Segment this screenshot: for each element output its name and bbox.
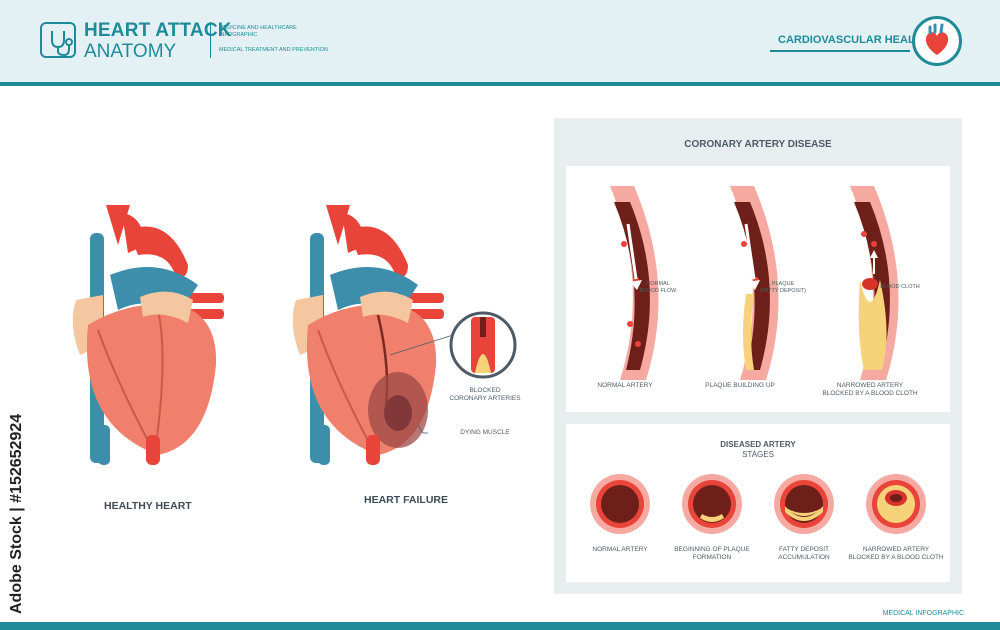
stage-blocked-label: NARROWED ARTERY BLOCKED BY A BLOOD CLOTH — [838, 546, 954, 562]
page-title-line2: ANATOMY — [84, 41, 177, 62]
category-label: CARDIOVASCULAR HEALTH — [778, 34, 929, 46]
stage-beginning-ring — [682, 474, 742, 534]
stage-fatty-ring — [774, 474, 834, 534]
callout-dying-muscle: DYING MUSCLE — [460, 429, 510, 436]
narrowed-artery-label: NARROWED ARTERY BLOCKED BY A BLOOD CLOTH — [810, 382, 930, 398]
category-underline — [770, 50, 910, 52]
cad-title: CORONARY ARTERY DISEASE — [684, 139, 832, 150]
stage-beginning-label: BEGINNING OF PLAQUE FORMATION — [667, 546, 757, 562]
stages-title-line2: STAGES — [742, 450, 774, 459]
callout-blocked-line2: CORONARY ARTERIES — [449, 395, 521, 402]
stage-blocked-ring — [866, 474, 926, 534]
normal-artery-illustration — [610, 186, 659, 380]
header-subtitle-3: MEDICAL TREATMENT AND PREVENTION — [219, 47, 328, 53]
stage-normal-label: NORMAL ARTERY — [592, 546, 648, 553]
plaque-building-label: PLAQUE BUILDING UP — [705, 382, 775, 389]
stage-fatty-label: FATTY DEPOSIT ACCUMULATION — [759, 546, 849, 562]
stage-beginning-line1: BEGINNING OF PLAQUE — [674, 546, 750, 553]
narrowed-artery-line1: NARROWED ARTERY — [836, 382, 904, 389]
stock-stamp: Adobe Stock | #152652924 — [8, 413, 25, 614]
callout-blocked-arteries: BLOCKED CORONARY ARTERIES — [440, 387, 530, 403]
healthy-heart-label: HEALTHY HEART — [104, 500, 192, 512]
narrowed-artery-line2: BLOCKED BY A BLOOD CLOTH — [822, 390, 918, 397]
heart-failure-illustration — [292, 205, 517, 465]
heart-icon — [912, 16, 962, 66]
normal-artery-label: NORMAL ARTERY — [597, 382, 653, 389]
header-subtitle-1: MEDICINE AND HEALTHCARE — [219, 25, 297, 31]
narrowed-artery-illustration — [850, 186, 899, 380]
page-title: HEART ATTACK — [84, 20, 232, 41]
annot-normal-blood-flow: NORMAL BLOOD FLOW — [636, 281, 680, 294]
annot-plaque-line1: PLAQUE — [771, 281, 795, 287]
stethoscope-icon — [40, 22, 76, 58]
header-separator — [210, 22, 211, 58]
header-subtitle-2: INFOGRAPHIC — [219, 32, 258, 38]
healthy-heart-illustration — [72, 205, 224, 465]
stages-title: DISEASED ARTERY STAGES — [566, 440, 950, 460]
heart-failure-label: HEART FAILURE — [364, 494, 448, 506]
annot-blood-clot: BLOOD CLOTH — [880, 284, 920, 290]
stage-blocked-line2: BLOCKED BY A BLOOD CLOTH — [848, 554, 944, 561]
plaque-artery-illustration — [730, 186, 779, 380]
stages-title-line1: DISEASED ARTERY — [720, 440, 796, 449]
stage-beginning-line2: FORMATION — [692, 554, 732, 561]
annot-normal-line1: NORMAL — [646, 281, 670, 287]
stage-normal-ring — [590, 474, 650, 534]
stage-fatty-line2: ACCUMULATION — [778, 554, 830, 561]
callout-blocked-line1: BLOCKED — [469, 387, 501, 394]
annot-plaque: PLAQUE (FATTY DEPOSIT) — [758, 281, 808, 294]
header-divider — [0, 82, 1000, 86]
footer-bar — [0, 622, 1000, 630]
footer-label: MEDICAL INFOGRAPHIC — [882, 610, 964, 617]
annot-plaque-line2: (FATTY DEPOSIT) — [760, 287, 806, 294]
annot-normal-line2: BLOOD FLOW — [639, 287, 677, 294]
stage-fatty-line1: FATTY DEPOSIT — [779, 546, 829, 553]
stage-blocked-line1: NARROWED ARTERY — [862, 546, 930, 553]
header-bar — [0, 0, 1000, 82]
